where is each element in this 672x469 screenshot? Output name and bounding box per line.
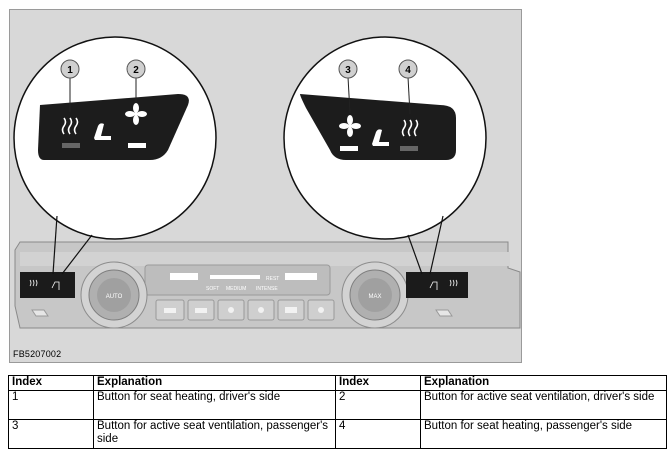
index-cell: 2 [335,390,421,420]
column-header-explanation: Explanation [420,375,667,391]
column-header-index: Index [8,375,94,391]
display-mode-soft: SOFT [206,286,219,292]
seat-icon [372,129,389,146]
explanation-cell: Button for active seat ventilation, driv… [420,390,667,420]
display-mode-intense: INTENSE [256,286,278,292]
seat-heating-icon [61,117,79,135]
panel-button-icons [164,307,324,313]
seat-icon [94,123,111,140]
seat-heating-icon [401,119,419,137]
svg-text:4: 4 [405,65,411,76]
index-cell: 3 [8,419,94,449]
driver-seat-buttons-closeup [38,94,189,160]
table-row: 1 Button for seat heating, driver's side… [8,390,667,420]
explanation-cell: Button for seat heating, driver's side [93,390,336,420]
passenger-seat-buttons-closeup [300,94,456,160]
ventilation-indicator-led [128,143,146,148]
callout-3: 3 [338,59,358,79]
max-knob-label: MAX [368,294,381,300]
ventilation-indicator-led [340,146,358,151]
svg-text:3: 3 [345,65,351,76]
right-temperature-knob: MAX [341,261,409,329]
callout-4: 4 [398,59,418,79]
svg-text:2: 2 [133,65,139,76]
seat-ventilation-icon [125,103,147,125]
display-mode-medium: MEDIUM [226,286,246,292]
table-row: 3 Button for active seat ventilation, pa… [8,419,667,449]
climate-control-panel: REST SOFT MEDIUM INTENSE [14,241,521,329]
legend-table: Index Explanation Index Explanation 1 Bu… [8,375,667,449]
svg-text:1: 1 [67,65,73,76]
explanation-cell: Button for active seat ventilation, pass… [93,419,336,449]
panel-display: REST SOFT MEDIUM INTENSE [170,273,317,292]
index-cell: 4 [335,419,421,449]
seat-ventilation-icon [339,115,361,137]
callout-1: 1 [60,59,80,79]
climate-panel-drawing: REST SOFT MEDIUM INTENSE [13,36,521,329]
driver-seat-button-cluster [20,272,75,298]
figure-code: FB5207002 [13,349,62,359]
illustration: REST SOFT MEDIUM INTENSE [9,9,522,363]
index-cell: 1 [8,390,94,420]
auto-knob-label: AUTO [106,294,123,300]
column-header-index: Index [335,375,421,391]
display-text: REST [266,276,279,282]
column-header-explanation: Explanation [93,375,336,391]
callout-2: 2 [126,59,146,79]
table-header-row: Index Explanation Index Explanation [8,375,667,391]
heating-indicator-led [62,143,80,148]
explanation-cell: Button for seat heating, passenger's sid… [420,419,667,449]
right-leader-line [407,234,423,275]
left-leader-line [52,215,58,275]
left-temperature-knob: AUTO [80,261,148,329]
heating-indicator-led [400,146,418,151]
